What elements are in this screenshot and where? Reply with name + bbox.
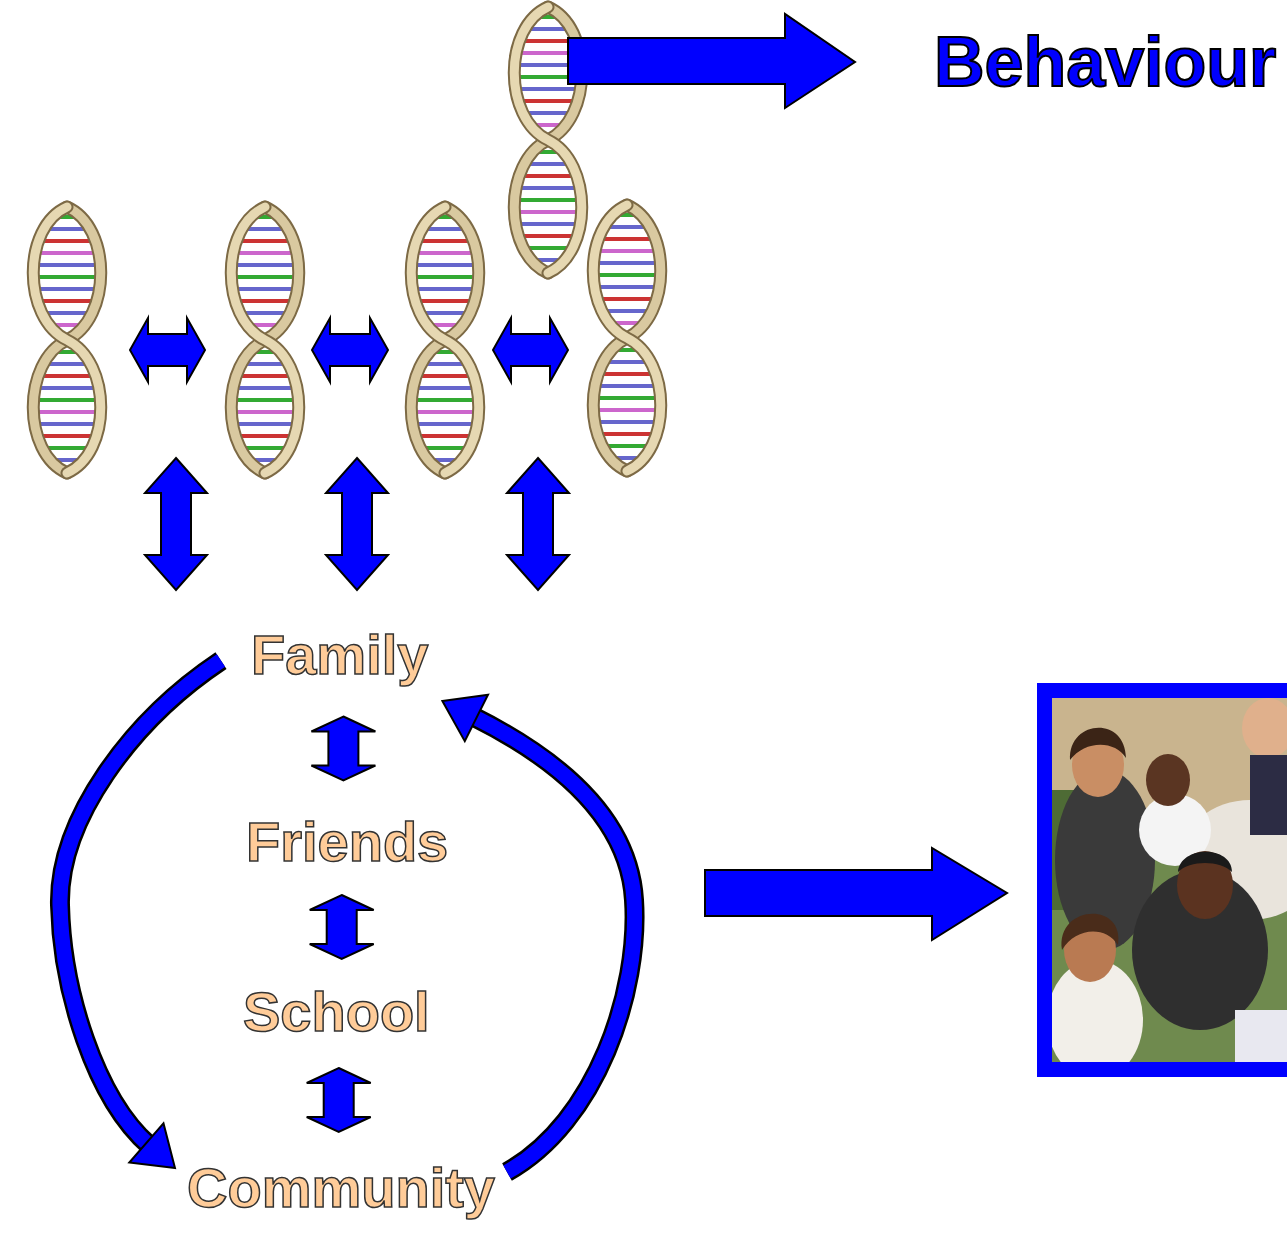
curved-arrow-outline	[60, 661, 221, 1146]
text-node: Behaviour	[934, 27, 1276, 97]
text-node: Family	[251, 627, 428, 683]
connector	[311, 717, 375, 781]
dna-helix	[231, 207, 299, 473]
curved-arrow	[60, 661, 221, 1146]
curved-arrow-outline	[473, 716, 635, 1172]
influence-label: Family	[251, 627, 428, 683]
photo-hair	[1062, 914, 1119, 950]
double-arrow	[326, 458, 388, 590]
connector	[307, 1068, 371, 1132]
double-arrow	[493, 318, 568, 382]
double-arrow	[310, 895, 374, 959]
curved-arrow	[473, 716, 635, 1172]
double-arrow	[130, 318, 205, 382]
photo-hair	[1070, 728, 1126, 760]
dna-helix	[593, 205, 661, 471]
block-arrow	[568, 14, 855, 108]
connector	[442, 695, 634, 1172]
connector	[310, 895, 374, 959]
connector	[60, 661, 221, 1168]
dna-helix	[411, 207, 479, 473]
photo-frame	[1045, 691, 1287, 1070]
text-node: Community	[187, 1160, 495, 1216]
behaviour-label: Behaviour	[934, 27, 1276, 97]
text-node: Friends	[246, 814, 448, 870]
photo-face	[1242, 698, 1287, 758]
arrow-head	[442, 695, 488, 742]
influence-label: Friends	[246, 814, 448, 870]
photo-shoe	[1235, 1010, 1287, 1063]
dna-helix	[33, 207, 101, 473]
block-arrow	[705, 848, 1007, 940]
family-photo	[1052, 697, 1287, 1063]
double-arrow	[507, 458, 569, 590]
influence-label: Community	[187, 1160, 495, 1216]
block-arrows	[130, 14, 1007, 940]
photo-face	[1146, 754, 1190, 806]
photo-face	[1177, 851, 1233, 919]
photo-tie	[1250, 755, 1287, 835]
influence-label: School	[243, 984, 430, 1040]
arrow-head	[129, 1123, 175, 1168]
photo-hair	[1178, 852, 1232, 872]
double-arrow	[307, 1068, 371, 1132]
text-node: School	[243, 984, 430, 1040]
double-arrow	[145, 458, 207, 590]
double-arrow	[311, 717, 375, 781]
double-arrow	[312, 318, 388, 382]
